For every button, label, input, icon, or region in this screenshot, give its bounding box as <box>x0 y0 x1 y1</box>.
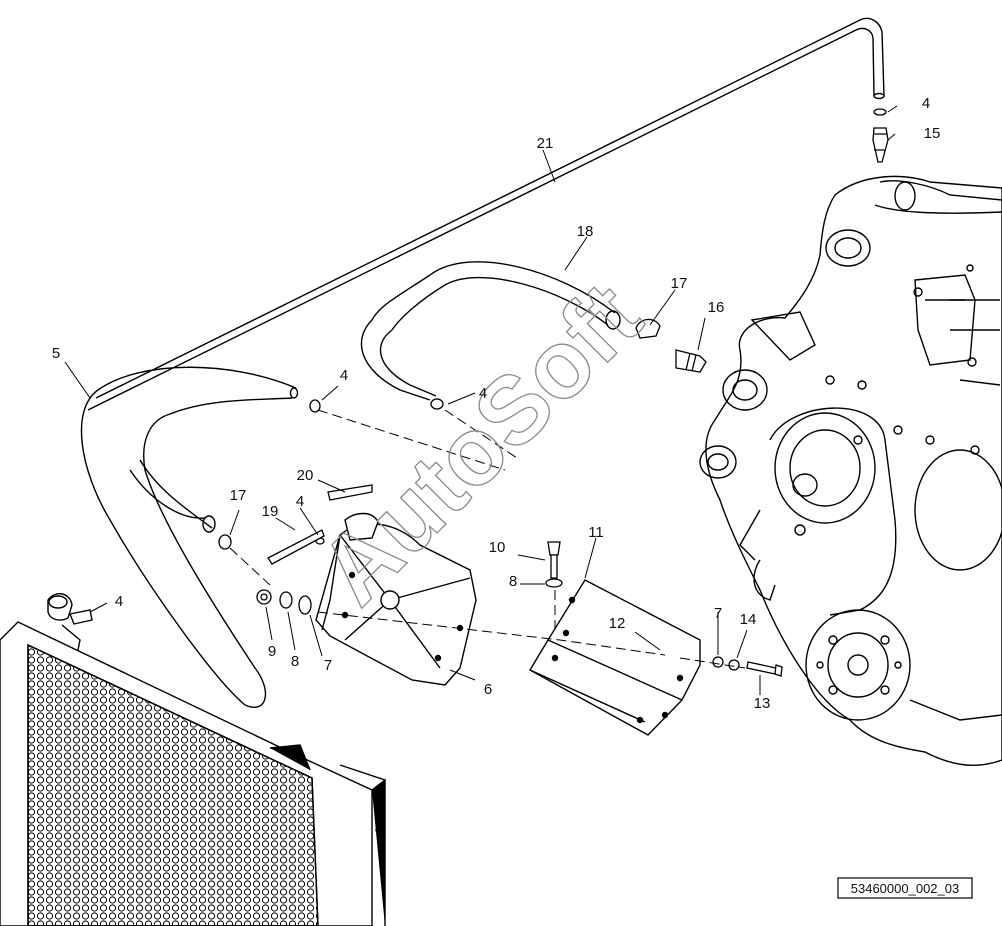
figure-id-label: 53460000_002_03 <box>851 881 959 896</box>
callout-14: 14 <box>740 611 757 628</box>
bracket-11 <box>529 579 701 736</box>
callout-19: 19 <box>262 503 279 520</box>
engine-illustration <box>699 175 1002 766</box>
callout-4-left-hose: 4 <box>340 367 348 384</box>
callout-15: 15 <box>924 125 941 142</box>
callout-10: 10 <box>489 539 506 556</box>
callout-7-tank: 7 <box>324 657 332 674</box>
callout-11: 11 <box>588 524 604 541</box>
callout-4-tank: 4 <box>296 493 304 510</box>
assembly-lines <box>229 409 746 669</box>
callout-4-radiator: 4 <box>115 593 123 610</box>
hose-5 <box>80 366 299 708</box>
callout-13: 13 <box>754 695 771 712</box>
leader-lines <box>64 105 898 695</box>
callout-16: 16 <box>708 299 725 316</box>
callout-17-left: 17 <box>230 487 247 504</box>
callout-9: 9 <box>268 643 276 660</box>
figure-id-box: 53460000_002_03 <box>837 877 973 899</box>
callout-17-right: 17 <box>671 275 688 292</box>
callout-8-tank: 8 <box>291 653 299 670</box>
callout-6: 6 <box>484 681 492 698</box>
callout-4-mid-hose: 4 <box>479 385 487 402</box>
callout-4-top: 4 <box>922 95 930 112</box>
hose-21 <box>87 17 885 411</box>
expansion-tank-6 <box>315 512 477 686</box>
watermark-text: AutoSoft <box>299 263 661 625</box>
callout-labels: 21 4 15 18 17 16 5 4 4 20 17 4 19 11 10 … <box>52 95 941 712</box>
callout-12: 12 <box>609 615 626 632</box>
hose-18 <box>360 261 621 401</box>
hose-short-17 <box>129 459 216 533</box>
callout-8-bolt: 8 <box>509 573 517 590</box>
callout-7-right: 7 <box>714 605 722 622</box>
callout-5: 5 <box>52 345 60 362</box>
callout-21: 21 <box>537 135 554 152</box>
callout-20: 20 <box>297 467 314 484</box>
callout-18: 18 <box>577 223 594 240</box>
radiator-illustration <box>0 593 386 926</box>
